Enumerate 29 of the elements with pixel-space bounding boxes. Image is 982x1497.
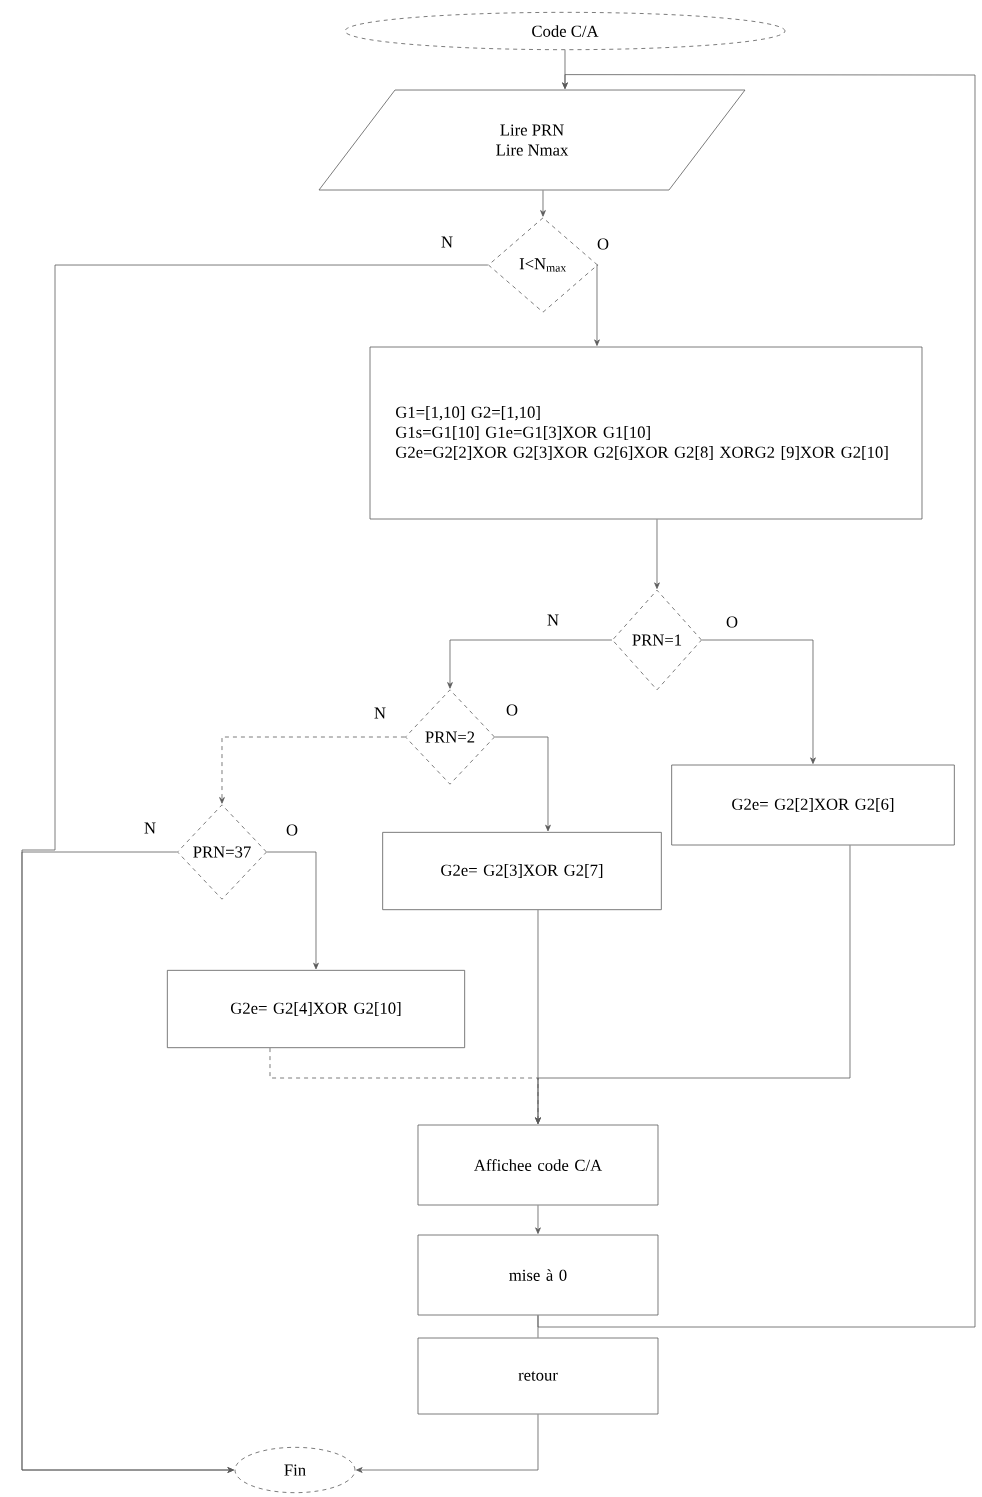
- edge-label: N: [439, 235, 455, 249]
- arrow: [494, 736, 551, 832]
- arrow: [356, 1414, 539, 1473]
- arrow: [654, 519, 660, 589]
- arrow: [701, 639, 816, 764]
- process-box: G2e= G2[3]XOR G2[7]: [382, 831, 662, 911]
- arrow: [21, 851, 234, 1473]
- arrow: [219, 736, 406, 804]
- edge-label: O: [284, 823, 300, 837]
- arrow: [537, 74, 976, 1328]
- process-box: mise à 0: [417, 1234, 659, 1316]
- process-box: G2e= G2[4]XOR G2[10]: [166, 969, 466, 1049]
- input-parallelogram: Lire PRN Lire Nmax: [318, 89, 746, 191]
- arrow: [535, 1205, 541, 1234]
- process-box: G1=[1,10] G2=[1,10] G1s=G1[10] G1e=G1[3]XOR G1[10] G2e=G2[2]XOR G2[3]XOR G2[6]XOR G2[8] XORG2 [9]XOR G2[10]: [369, 346, 923, 520]
- arrow: [266, 851, 319, 970]
- edge-label: N: [545, 613, 561, 627]
- arrow: [594, 264, 600, 346]
- edge-label: N: [142, 821, 158, 835]
- process-box: retour: [417, 1337, 659, 1415]
- edge-label: O: [595, 237, 611, 251]
- arrow: [540, 190, 546, 217]
- edge-label: O: [504, 703, 520, 717]
- edge-label: O: [724, 615, 740, 629]
- process-box: G2e= G2[2]XOR G2[6]: [671, 764, 955, 846]
- edge-label: N: [372, 706, 388, 720]
- arrow: [447, 639, 613, 689]
- arrow: [269, 1047, 541, 1124]
- process-box: Affichee code C/A: [417, 1124, 659, 1206]
